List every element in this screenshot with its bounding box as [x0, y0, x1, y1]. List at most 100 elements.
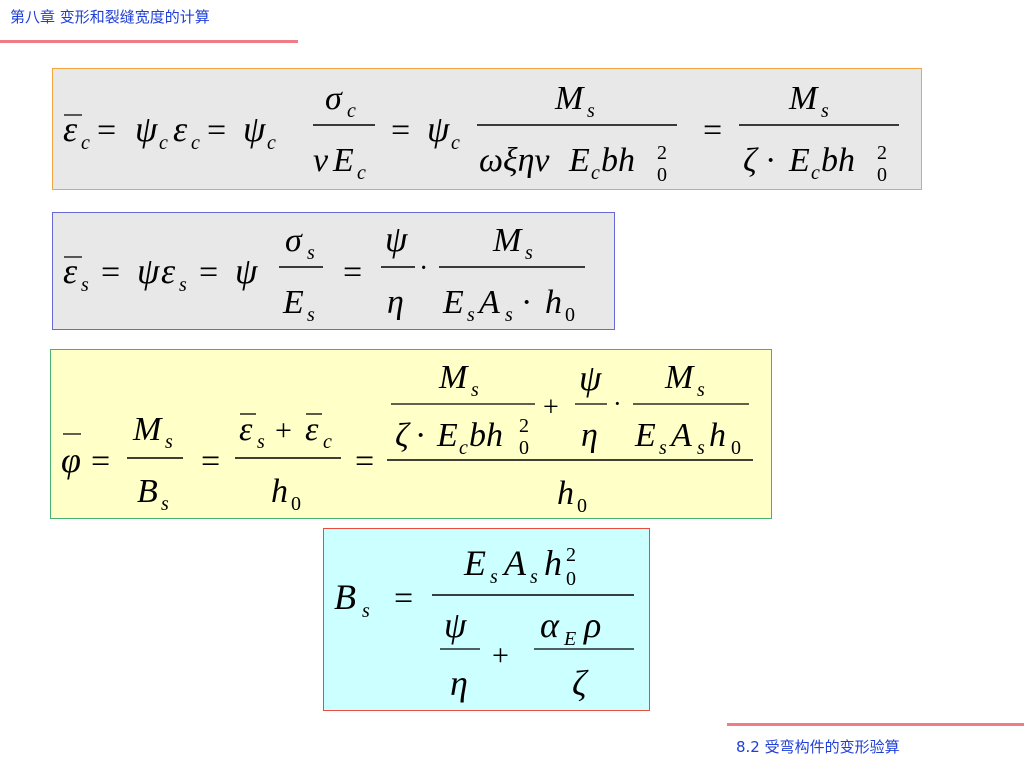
- formula-steel-strain: ε s = ψ ε s = ψ σ s E s = ψ η · M s E s …: [52, 212, 615, 330]
- svg-text:c: c: [459, 437, 468, 459]
- svg-text:=: =: [343, 254, 362, 291]
- svg-text:η: η: [450, 663, 468, 703]
- svg-text:B: B: [137, 473, 158, 510]
- svg-text:=: =: [394, 580, 413, 617]
- svg-text:ψ: ψ: [135, 109, 158, 149]
- svg-text:s: s: [821, 100, 829, 122]
- svg-text:ψ: ψ: [427, 109, 450, 149]
- svg-text:·: ·: [613, 389, 622, 418]
- svg-text:+: +: [543, 392, 559, 423]
- svg-text:=: =: [97, 112, 116, 149]
- svg-text:=: =: [391, 112, 410, 149]
- svg-text:ε: ε: [239, 411, 253, 448]
- svg-text:s: s: [81, 274, 89, 296]
- svg-text:0: 0: [291, 493, 301, 515]
- svg-text:E: E: [282, 284, 304, 321]
- svg-text:A: A: [502, 543, 527, 583]
- svg-text:ε: ε: [173, 109, 188, 149]
- svg-text:ψ: ψ: [579, 358, 602, 398]
- svg-text:·: ·: [419, 253, 428, 284]
- svg-text:c: c: [267, 132, 276, 154]
- svg-text:c: c: [191, 132, 200, 154]
- svg-text:M: M: [492, 222, 523, 259]
- svg-text:s: s: [697, 437, 705, 459]
- formula-curvature-render: φ = M s B s = ε s + ε c h 0 = M s ζ · E …: [61, 358, 753, 517]
- svg-text:0: 0: [565, 304, 575, 326]
- svg-text:ρ: ρ: [583, 605, 601, 645]
- svg-text:h: h: [545, 284, 562, 321]
- formula-steel-strain-render: ε s = ψ ε s = ψ σ s E s = ψ η · M s E s …: [63, 219, 585, 326]
- svg-text:s: s: [165, 431, 173, 453]
- svg-text:2: 2: [877, 142, 887, 164]
- svg-text:c: c: [591, 162, 600, 184]
- svg-text:A: A: [669, 417, 692, 454]
- svg-text:σ: σ: [325, 80, 343, 117]
- svg-text:s: s: [697, 379, 705, 401]
- svg-text:c: c: [323, 431, 332, 453]
- chapter-title: 第八章 变形和裂缝宽度的计算: [10, 8, 210, 26]
- svg-text:s: s: [530, 566, 538, 588]
- svg-text:0: 0: [877, 164, 887, 186]
- svg-text:0: 0: [519, 437, 529, 459]
- svg-text:ε: ε: [305, 411, 319, 448]
- svg-text:bh: bh: [601, 142, 635, 179]
- svg-text:=: =: [355, 443, 374, 480]
- svg-text:bh: bh: [821, 142, 855, 179]
- svg-text:2: 2: [519, 415, 529, 437]
- svg-text:s: s: [525, 242, 533, 264]
- svg-text:=: =: [703, 112, 722, 149]
- svg-text:·: ·: [765, 142, 776, 179]
- svg-text:E: E: [332, 142, 354, 179]
- svg-text:s: s: [587, 100, 595, 122]
- svg-text:2: 2: [657, 142, 667, 164]
- svg-text:ψ: ψ: [235, 251, 258, 291]
- svg-text:s: s: [161, 493, 169, 515]
- svg-text:s: s: [179, 274, 187, 296]
- svg-text:=: =: [207, 112, 226, 149]
- formula-concrete-strain: ε c = ψ c ε c = ψ c σ c ν E c = ψ c M s …: [52, 68, 922, 190]
- formula-stiffness: B s = E s A s h 2 0 ψ η + α E ρ ζ: [323, 528, 650, 711]
- formula-curvature: φ = M s B s = ε s + ε c h 0 = M s ζ · E …: [50, 349, 772, 519]
- svg-text:=: =: [199, 254, 218, 291]
- svg-text:s: s: [362, 600, 370, 622]
- svg-text:η: η: [581, 417, 598, 454]
- svg-text:A: A: [477, 284, 500, 321]
- svg-text:0: 0: [657, 164, 667, 186]
- svg-text:E: E: [568, 142, 590, 179]
- formula-concrete-strain-render: ε c = ψ c ε c = ψ c σ c ν E c = ψ c M s …: [63, 80, 899, 186]
- svg-text:·: ·: [521, 284, 532, 321]
- svg-text:0: 0: [577, 495, 587, 517]
- svg-text:ζ: ζ: [572, 663, 589, 703]
- svg-text:s: s: [307, 304, 315, 326]
- svg-text:E: E: [436, 417, 458, 454]
- svg-text:ε: ε: [63, 109, 78, 149]
- footer-rule: [727, 723, 1024, 726]
- svg-text:E: E: [788, 142, 810, 179]
- formula-stiffness-render: B s = E s A s h 2 0 ψ η + α E ρ ζ: [334, 543, 634, 703]
- header-rule: [0, 40, 298, 43]
- svg-text:E: E: [442, 284, 464, 321]
- svg-text:=: =: [101, 254, 120, 291]
- svg-text:E: E: [463, 543, 486, 583]
- svg-text:ψ: ψ: [137, 251, 160, 291]
- svg-text:φ: φ: [61, 440, 81, 480]
- svg-text:c: c: [347, 100, 356, 122]
- svg-text:ζ: ζ: [743, 142, 759, 179]
- svg-text:σ: σ: [285, 222, 303, 259]
- svg-text:ψ: ψ: [243, 109, 266, 149]
- svg-text:h: h: [271, 473, 288, 510]
- svg-text:M: M: [788, 80, 819, 117]
- svg-text:2: 2: [566, 544, 576, 566]
- svg-text:ε: ε: [63, 251, 78, 291]
- svg-text:ε: ε: [161, 251, 176, 291]
- svg-text:h: h: [557, 475, 574, 512]
- svg-text:M: M: [664, 359, 695, 396]
- svg-text:s: s: [257, 431, 265, 453]
- svg-text:s: s: [659, 437, 667, 459]
- svg-text:M: M: [438, 359, 469, 396]
- svg-text:c: c: [451, 132, 460, 154]
- svg-text:M: M: [554, 80, 585, 117]
- svg-text:=: =: [201, 443, 220, 480]
- svg-text:s: s: [307, 242, 315, 264]
- svg-text:s: s: [467, 304, 475, 326]
